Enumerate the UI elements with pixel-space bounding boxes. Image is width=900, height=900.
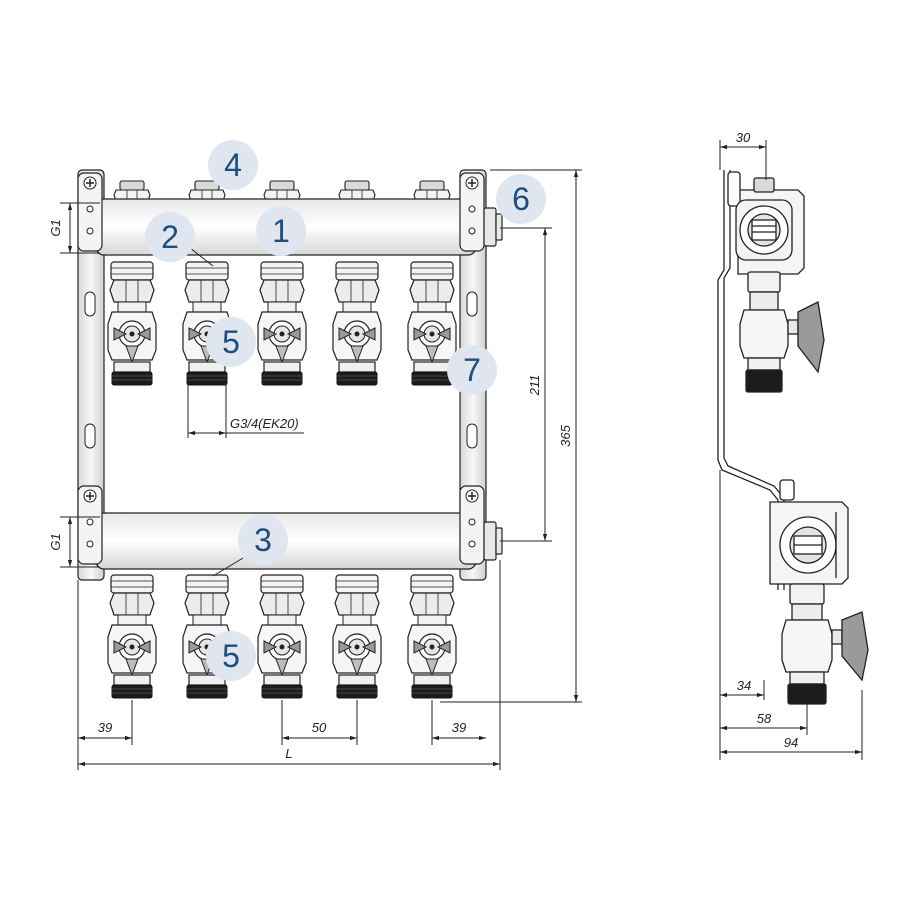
dim-pitch: 50: [312, 720, 327, 735]
callouts: 1 2 3 4 5 5 6 7: [145, 140, 546, 681]
callout-7: 7: [447, 345, 497, 395]
supply-valves: [107, 261, 457, 386]
dim-edge-right: 39: [452, 720, 466, 735]
callout-3: 3: [238, 515, 288, 565]
callout-5-lower: 5: [206, 631, 256, 681]
return-valves: [107, 574, 457, 699]
callout-1: 1: [256, 206, 306, 256]
side-view: [717, 170, 869, 705]
dim-side-34: 34: [737, 678, 751, 693]
dim-length: L: [285, 746, 292, 761]
svg-text:3: 3: [254, 522, 272, 558]
svg-text:2: 2: [161, 219, 179, 255]
dim-total-height: 365: [558, 424, 573, 446]
svg-text:6: 6: [512, 181, 530, 217]
svg-text:4: 4: [224, 147, 242, 183]
dim-outlet-thread: G3/4(EK20): [230, 416, 299, 431]
callout-4: 4: [208, 140, 258, 190]
svg-text:5: 5: [222, 324, 240, 360]
dim-edge-left: 39: [98, 720, 112, 735]
dim-side-30: 30: [736, 130, 751, 145]
dim-side-58: 58: [757, 711, 772, 726]
dim-center-distance: 211: [527, 375, 542, 397]
dim-g1-top: G1: [48, 219, 63, 236]
svg-text:7: 7: [463, 352, 481, 388]
dimension-lines: [60, 140, 863, 770]
svg-text:5: 5: [222, 638, 240, 674]
dim-side-94: 94: [784, 735, 798, 750]
callout-5-upper: 5: [206, 317, 256, 367]
callout-6: 6: [496, 174, 546, 224]
svg-text:1: 1: [272, 213, 290, 249]
dim-g1-bottom: G1: [48, 533, 63, 550]
callout-2: 2: [145, 212, 195, 262]
vent-caps: [113, 180, 451, 202]
left-rail: [77, 169, 105, 581]
